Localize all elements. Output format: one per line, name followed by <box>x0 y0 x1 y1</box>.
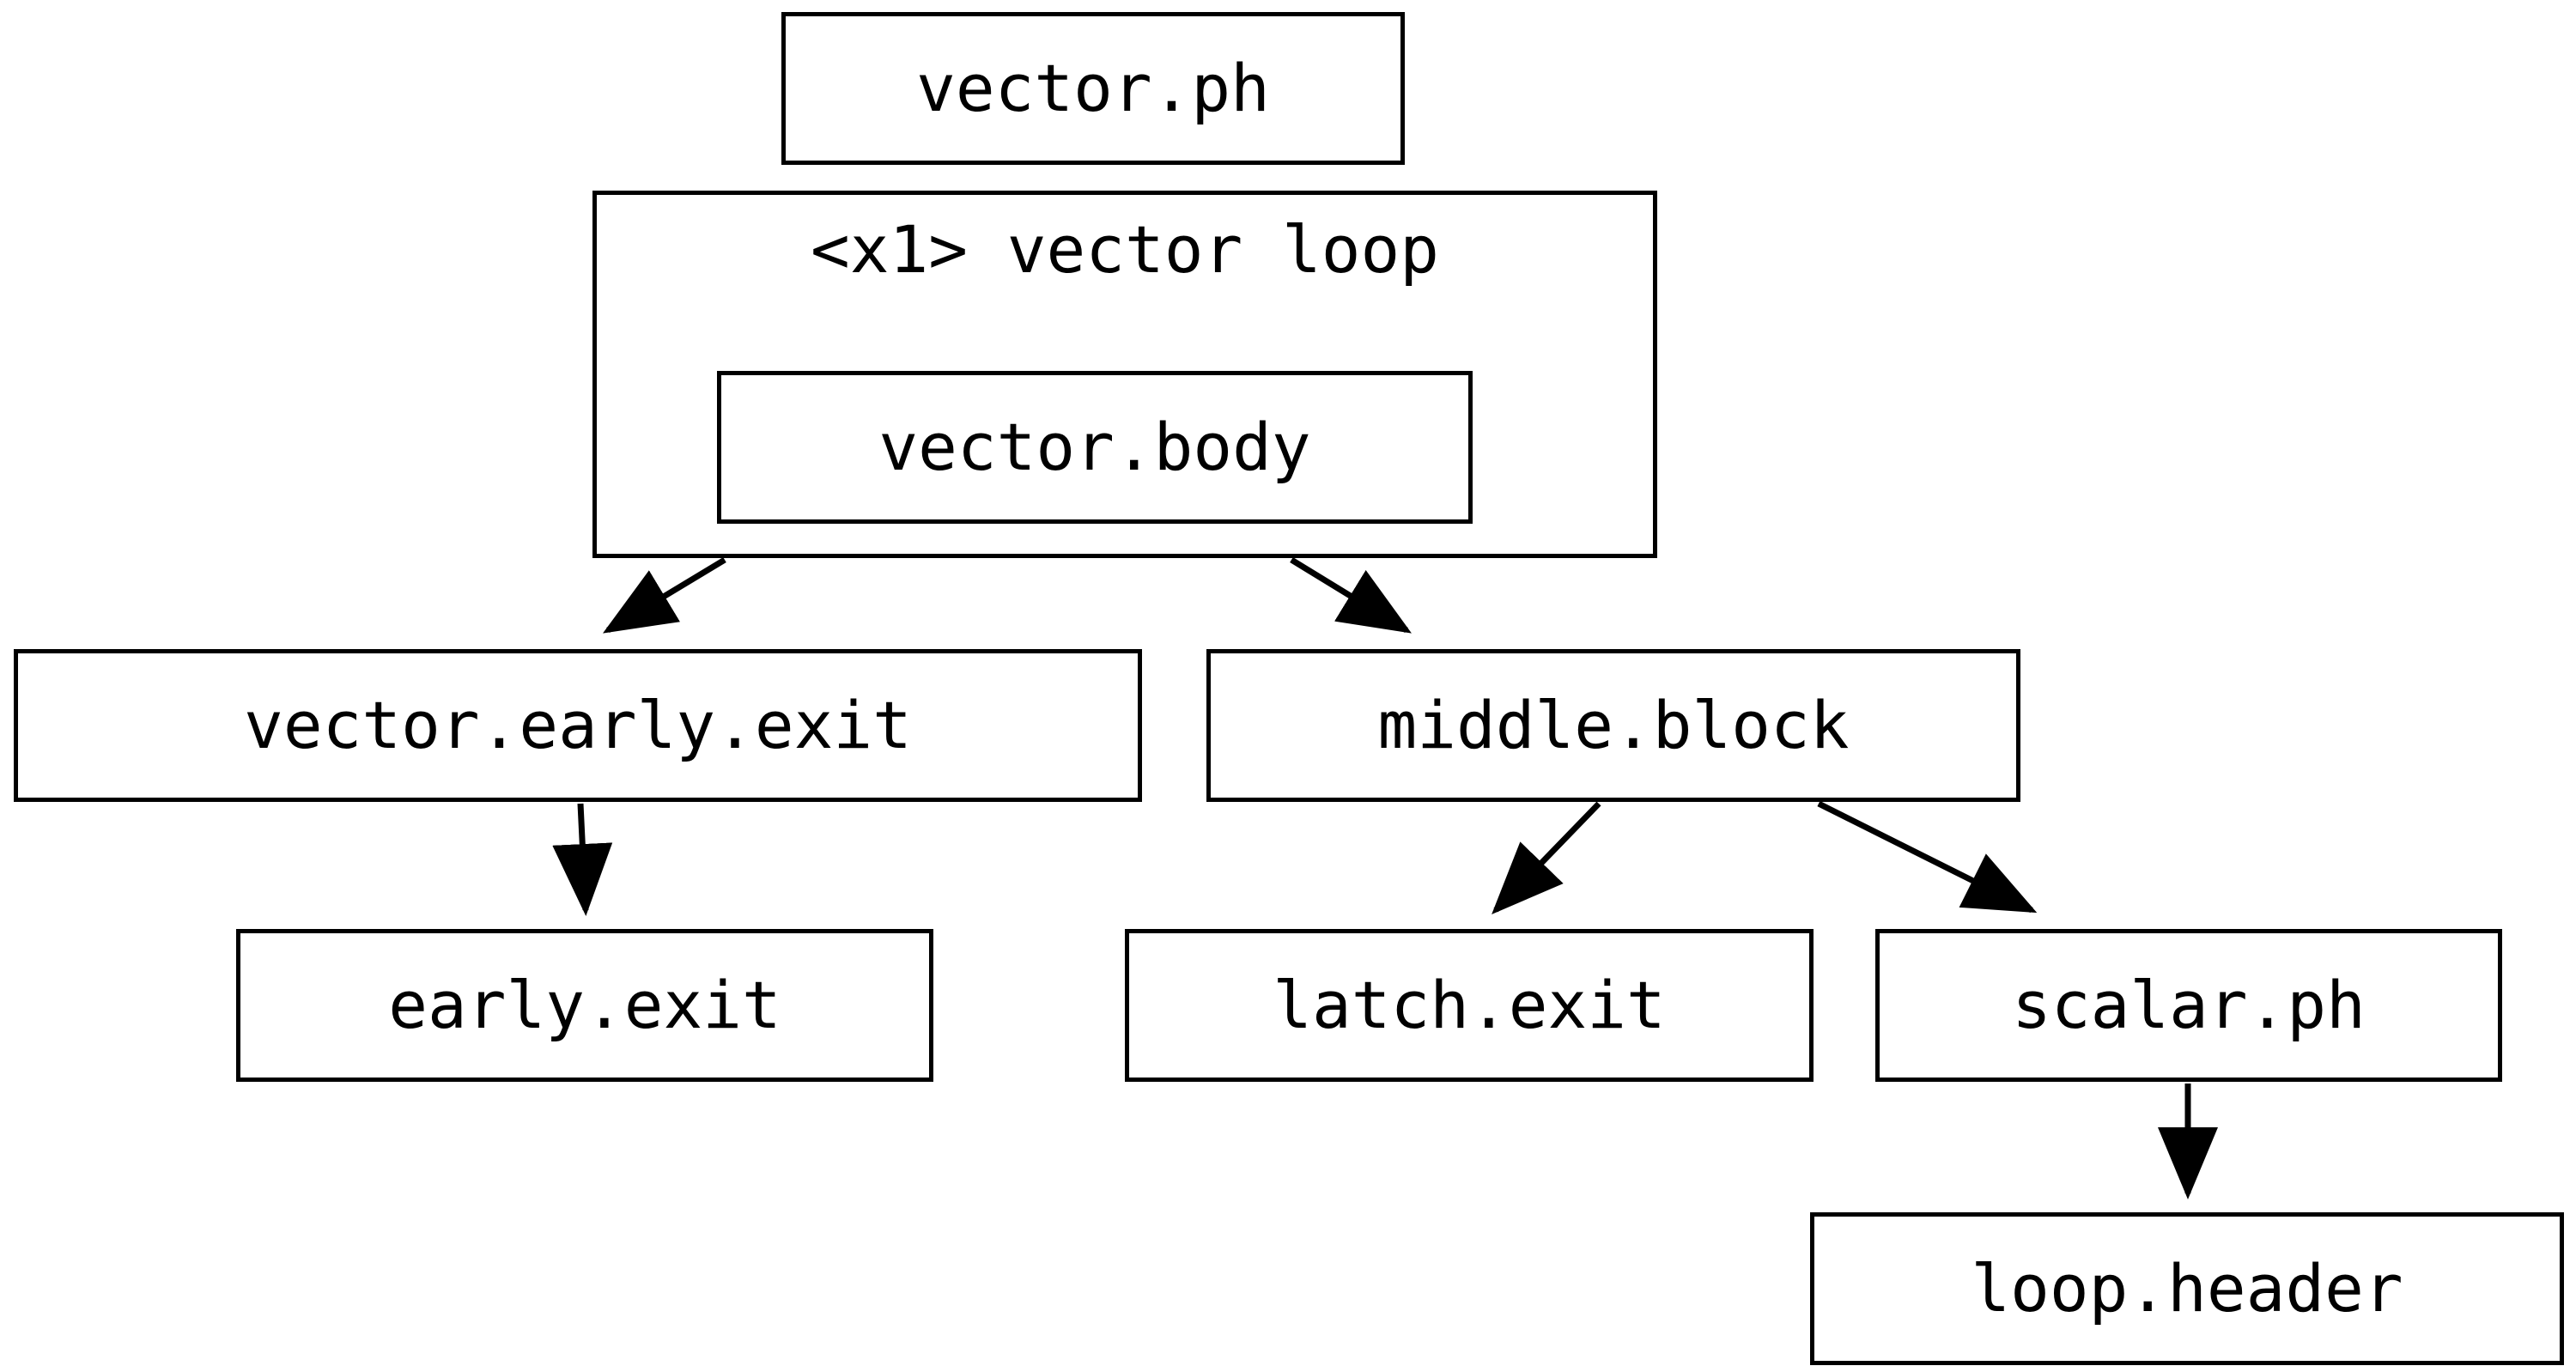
cluster-vector-loop-label: <x1> vector loop <box>810 211 1440 288</box>
edge-middle-block-to-latch-exit <box>1492 801 1601 915</box>
node-early-exit[interactable]: early.exit <box>236 929 933 1082</box>
node-label: latch.exit <box>1273 967 1666 1043</box>
edge-vector-loop-to-vector-early-exit <box>603 557 726 634</box>
node-vector-early-exit[interactable]: vector.early.exit <box>14 649 1142 802</box>
node-scalar-ph[interactable]: scalar.ph <box>1875 929 2502 1082</box>
node-vector-body[interactable]: vector.body <box>717 371 1473 524</box>
node-latch-exit[interactable]: latch.exit <box>1125 929 1814 1082</box>
node-label: early.exit <box>388 967 781 1043</box>
node-label: vector.body <box>878 409 1311 485</box>
node-label: vector.ph <box>916 50 1270 126</box>
node-label: vector.early.exit <box>244 687 912 763</box>
node-label: middle.block <box>1377 687 1850 763</box>
node-middle-block[interactable]: middle.block <box>1206 649 2020 802</box>
node-vector-ph[interactable]: vector.ph <box>781 12 1405 165</box>
node-label: scalar.ph <box>2012 967 2366 1043</box>
edge-vector-early-exit-to-early-exit <box>552 803 613 916</box>
edge-vector-loop-to-middle-block <box>1290 557 1412 634</box>
node-loop-header[interactable]: loop.header <box>1810 1212 2564 1365</box>
node-label: loop.header <box>1971 1250 2403 1326</box>
edge-middle-block-to-scalar-ph <box>1817 800 2038 914</box>
